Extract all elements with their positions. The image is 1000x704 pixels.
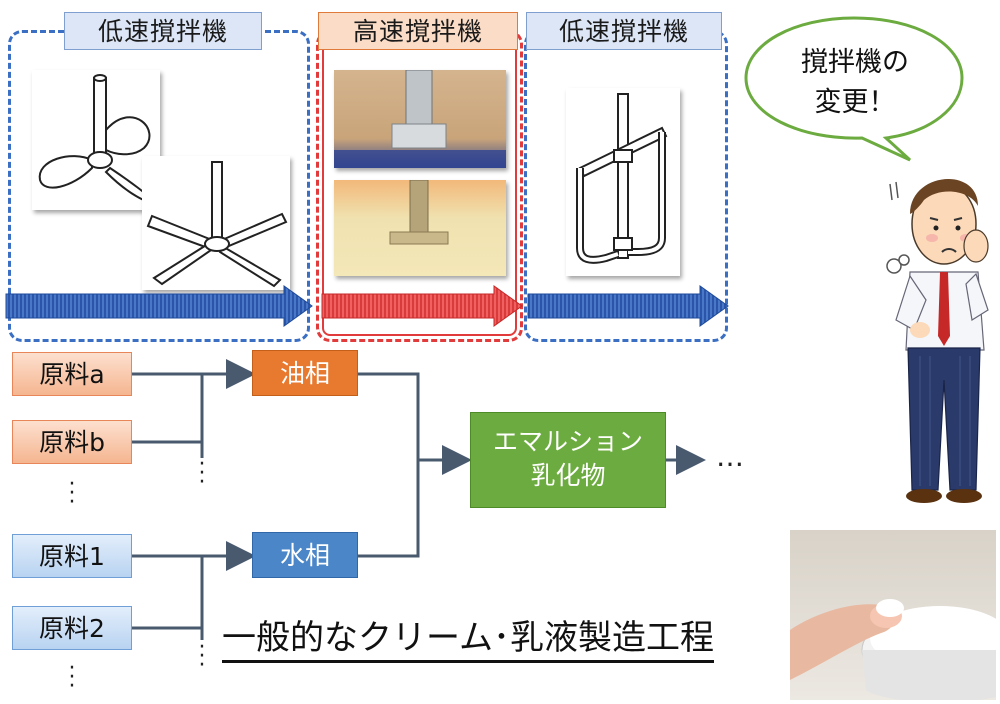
water-materials-more: ···: [68, 656, 76, 699]
oil-materials-more: ···: [68, 472, 76, 515]
emulsion-label-line1: エマルション: [492, 427, 643, 456]
arrow-stage-3: [527, 285, 729, 327]
arrow-stage-1: [5, 285, 313, 327]
cream-jar-photo: [790, 530, 996, 700]
process-caption: 一般的なクリーム･乳液製造工程: [222, 616, 714, 663]
homogenizer-photo-top: [334, 69, 506, 168]
speech-bubble: [744, 16, 964, 162]
oil-material-b: 原料b: [12, 420, 132, 464]
oil-material-a: 原料a: [12, 352, 132, 396]
worried-man-illustration: [886, 179, 989, 503]
emulsion-label-line2: 乳化物: [530, 461, 606, 490]
stage-1-label: 低速撹拌機: [64, 12, 262, 50]
speech-bubble-line2: 変更！: [814, 87, 896, 118]
arrow-stage-2: [321, 285, 523, 327]
paddle-impeller-image: [142, 156, 290, 290]
homogenizer-photo-bottom: [334, 179, 506, 276]
stage-2-label: 高速撹拌機: [318, 12, 518, 50]
continuation-ellipsis: …: [716, 440, 744, 473]
process-arrows: [5, 285, 729, 327]
water-phase-box: 水相: [252, 532, 358, 578]
oil-phase-box: 油相: [252, 350, 358, 396]
anchor-impeller-image: [566, 88, 680, 276]
oil-branch-more: ···: [198, 452, 206, 495]
speech-bubble-line1: 撹拌機の: [801, 47, 909, 78]
water-branch-more: ···: [198, 635, 206, 678]
stage-3-label: 低速撹拌機: [526, 12, 722, 50]
emulsion-box: エマルション 乳化物: [470, 412, 666, 508]
water-material-1: 原料1: [12, 534, 132, 578]
water-material-2: 原料2: [12, 606, 132, 650]
